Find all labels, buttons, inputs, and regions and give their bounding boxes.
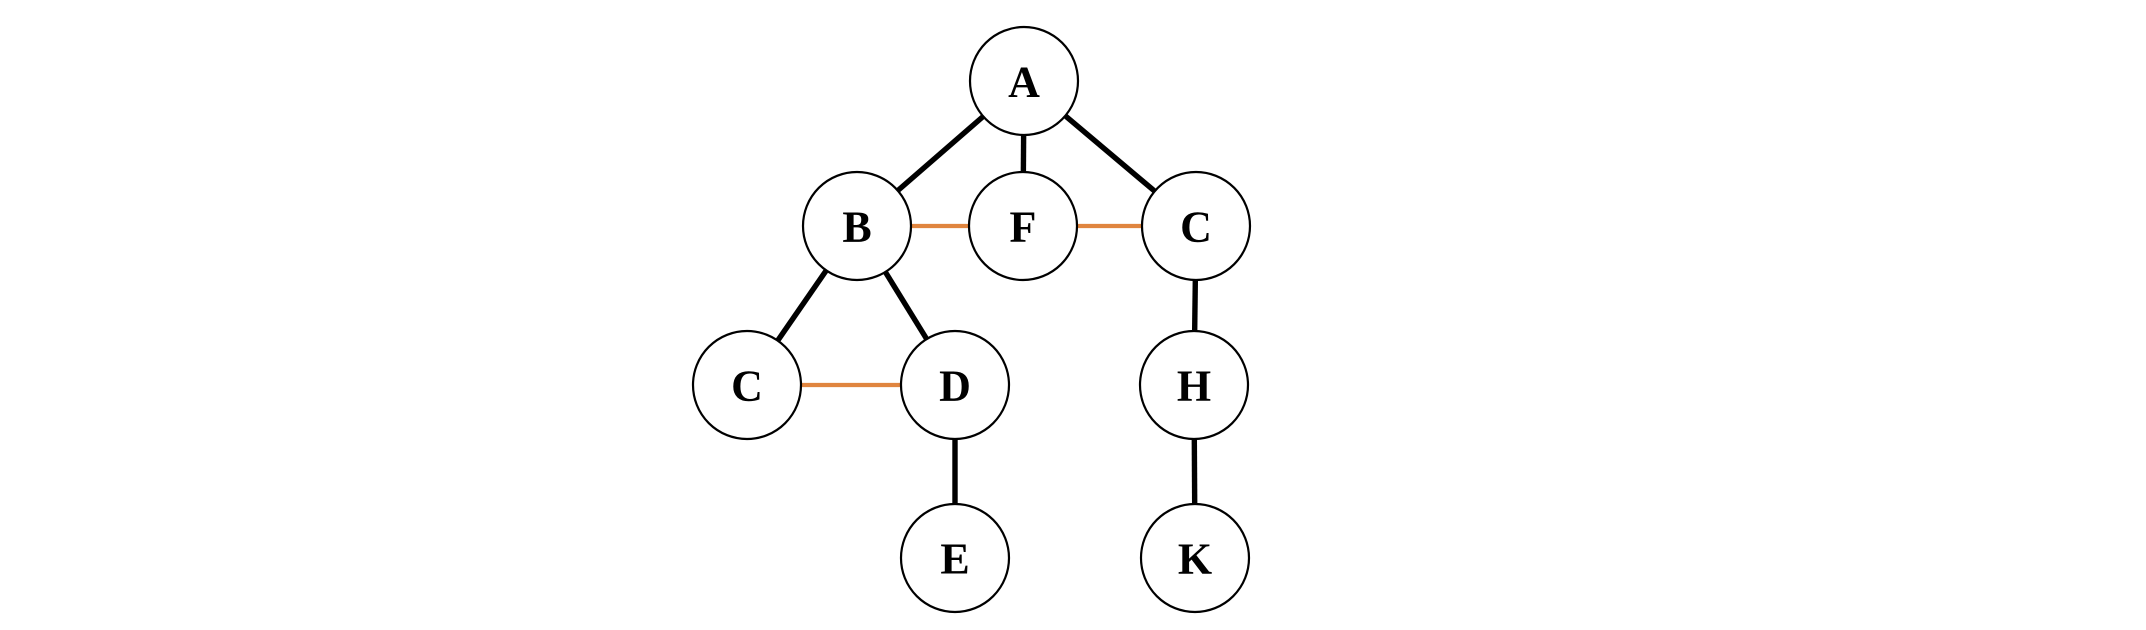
graph-node[interactable]: K <box>1139 502 1251 614</box>
graph-edge-a-b <box>895 113 986 194</box>
graph-edge-b-c <box>774 268 830 343</box>
edges-layer <box>774 113 1199 506</box>
node-label: E <box>940 535 969 584</box>
node-circle[interactable] <box>899 502 1011 614</box>
graph-node[interactable]: F <box>967 170 1079 282</box>
graph-node[interactable]: E <box>899 502 1011 614</box>
graph-edge-c-h <box>1191 278 1199 333</box>
node-label: B <box>842 203 871 252</box>
graph-node[interactable]: A <box>968 25 1080 137</box>
node-label: H <box>1177 362 1211 411</box>
graph-node[interactable]: B <box>801 170 913 282</box>
graph-node[interactable]: H <box>1138 329 1250 441</box>
node-circle[interactable] <box>801 170 913 282</box>
node-circle[interactable] <box>967 170 1079 282</box>
node-circle[interactable] <box>1139 502 1251 614</box>
node-circle[interactable] <box>1138 329 1250 441</box>
node-circle[interactable] <box>899 329 1011 441</box>
node-label: D <box>939 362 971 411</box>
node-circle[interactable] <box>691 329 803 441</box>
node-label: A <box>1008 58 1040 107</box>
graph-edge-a-c <box>1062 113 1158 194</box>
graph-node[interactable]: C <box>691 329 803 441</box>
node-circle[interactable] <box>968 25 1080 137</box>
graph-node[interactable]: C <box>1140 170 1252 282</box>
node-circle[interactable] <box>1140 170 1252 282</box>
nodes-layer: A B F C C D H E K <box>691 25 1252 614</box>
node-label: K <box>1178 535 1212 584</box>
graph-node[interactable]: D <box>899 329 1011 441</box>
node-label: C <box>1180 203 1212 252</box>
node-label: F <box>1010 203 1037 252</box>
graph-edge-b-d <box>882 269 930 342</box>
node-label: C <box>731 362 763 411</box>
